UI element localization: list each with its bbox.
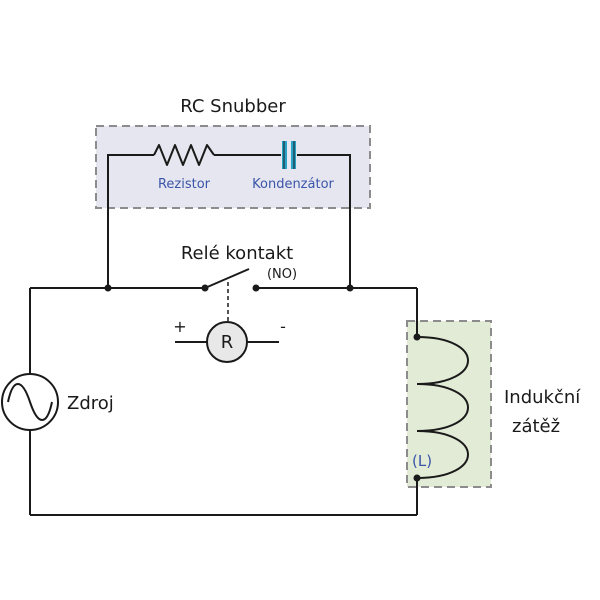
junction-dot-right	[346, 284, 354, 292]
snubber-wire-left	[107, 154, 154, 288]
resistor-label: Rezistor	[158, 177, 211, 192]
capacitor-label: Kondenzátor	[252, 177, 334, 192]
capacitor-symbol	[282, 141, 296, 169]
source-label: Zdroj	[67, 393, 114, 414]
load-box	[406, 320, 492, 488]
junction-dots	[104, 284, 421, 482]
contact-dot-right	[252, 284, 260, 292]
junction-dot-left	[104, 284, 112, 292]
no-label: (NO)	[267, 267, 297, 282]
minus-sign: -	[280, 317, 286, 336]
relay-contact-arm	[204, 268, 250, 289]
wires	[29, 154, 418, 516]
inductor-coil	[416, 336, 469, 479]
plus-sign: +	[173, 317, 186, 336]
snubber-wire-right	[297, 154, 351, 288]
load-label-line1: Indukční	[504, 387, 581, 408]
inductor-letter: (L)	[412, 452, 432, 470]
sine-wave-icon	[7, 383, 53, 421]
relay-contact-label: Relé kontakt	[181, 243, 293, 264]
load-label-line2: zátěž	[512, 416, 560, 437]
snubber-title: RC Snubber	[180, 96, 286, 117]
resistor-symbol	[153, 144, 215, 166]
relay-coil-letter: R	[221, 332, 234, 353]
relay-coil-circle	[206, 321, 248, 363]
snubber-box	[95, 125, 371, 209]
